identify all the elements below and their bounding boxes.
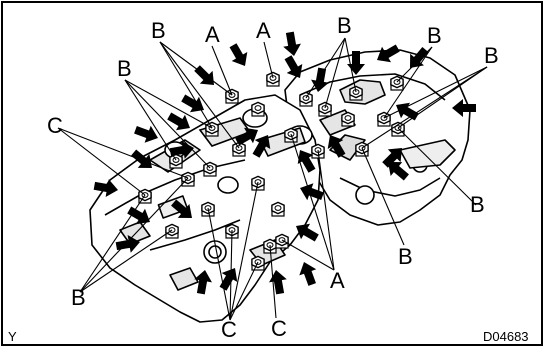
arrows-group [93, 31, 476, 295]
label-a-1: A [205, 22, 220, 47]
label-b-4: B [484, 43, 499, 68]
bolt-icon [251, 101, 265, 117]
arrow-icon [181, 94, 204, 113]
leader-line [159, 41, 213, 129]
arrow-icon [252, 135, 271, 158]
callout-letters: B A A B B B B C B B A B C C [47, 13, 499, 342]
arrow-icon [410, 47, 429, 68]
leader-line [79, 229, 173, 293]
leader-line [57, 127, 146, 196]
leader-line [344, 37, 357, 93]
leader-line [383, 66, 488, 119]
arrow-icon [171, 199, 192, 218]
arrow-icon [300, 183, 324, 201]
leader-line [124, 79, 177, 161]
arrow-icon [311, 67, 329, 92]
arrow-icon [396, 102, 419, 121]
label-b-8: B [71, 285, 86, 310]
leader-line [290, 133, 335, 271]
leader-line [324, 37, 346, 109]
figure-code: D04683 [483, 329, 529, 344]
arrow-icon [194, 270, 212, 295]
corner-mark: Y [8, 329, 17, 344]
label-b-5: B [117, 56, 132, 81]
label-b-2: B [337, 13, 352, 38]
bolt-icon [251, 255, 265, 271]
leader-line [79, 177, 189, 293]
label-c-2: C [221, 317, 237, 342]
label-b-3: B [427, 23, 442, 48]
leader-line [207, 207, 231, 321]
bolt-icon [203, 161, 217, 177]
leader-line [383, 46, 433, 119]
arrow-icon [299, 262, 317, 286]
label-b-6: B [470, 192, 485, 217]
bolt-icon [271, 201, 285, 217]
arrow-icon [167, 112, 190, 131]
leader-line [317, 149, 335, 271]
leader-line [396, 46, 433, 83]
leader-line [305, 37, 346, 99]
leader-line [361, 147, 405, 246]
label-b-1: B [151, 18, 166, 43]
arrow-icon [127, 206, 150, 225]
arrow-icon [134, 125, 158, 143]
label-c-3: C [271, 316, 287, 341]
bolt-icon [266, 71, 280, 87]
leader-line [361, 66, 488, 149]
arrow-icon [327, 135, 346, 158]
leader-line [263, 41, 274, 79]
bolt-icon [284, 127, 298, 143]
arrow-icon [388, 162, 409, 181]
arrow-icon [219, 268, 238, 291]
bolt-icon [181, 171, 195, 187]
arrow-icon [283, 31, 301, 56]
leader-line [79, 194, 146, 293]
bolt-icon [318, 101, 332, 117]
arrow-icon [269, 270, 287, 295]
leader-line [229, 261, 259, 321]
bolt-icon [341, 111, 355, 127]
leader-line [159, 41, 240, 149]
arrow-icon [93, 179, 118, 197]
arrow-icon [229, 43, 248, 66]
leader-line [159, 41, 233, 96]
bolt-icon [205, 121, 219, 137]
arrow-icon [284, 55, 303, 78]
leader-line [57, 127, 189, 179]
label-a-2: A [256, 18, 271, 43]
bolt-icon [349, 85, 363, 101]
bolt-icon [377, 111, 391, 127]
arrow-icon [297, 150, 316, 173]
arrow-icon [131, 149, 152, 168]
bolt-icon [275, 233, 289, 249]
arrow-icon [296, 223, 319, 242]
bolt-icon [299, 91, 313, 107]
bolt-icon [165, 223, 179, 239]
leader-line [269, 244, 277, 319]
leader-line [229, 229, 233, 321]
label-b-7: B [398, 244, 413, 269]
leader-line [229, 181, 259, 321]
arrow-icon [452, 99, 476, 117]
bolt-icon [169, 153, 183, 169]
leader-line [124, 79, 211, 169]
leader-lines [57, 37, 488, 321]
arrow-icon [377, 44, 400, 63]
leader-line [397, 127, 477, 206]
label-c-1: C [47, 113, 63, 138]
leader-line [281, 239, 335, 271]
leader-line [124, 79, 213, 129]
label-a-3: A [330, 268, 345, 293]
leader-line [211, 45, 233, 96]
arrow-icon [235, 127, 258, 146]
arrow-icon [382, 148, 402, 168]
